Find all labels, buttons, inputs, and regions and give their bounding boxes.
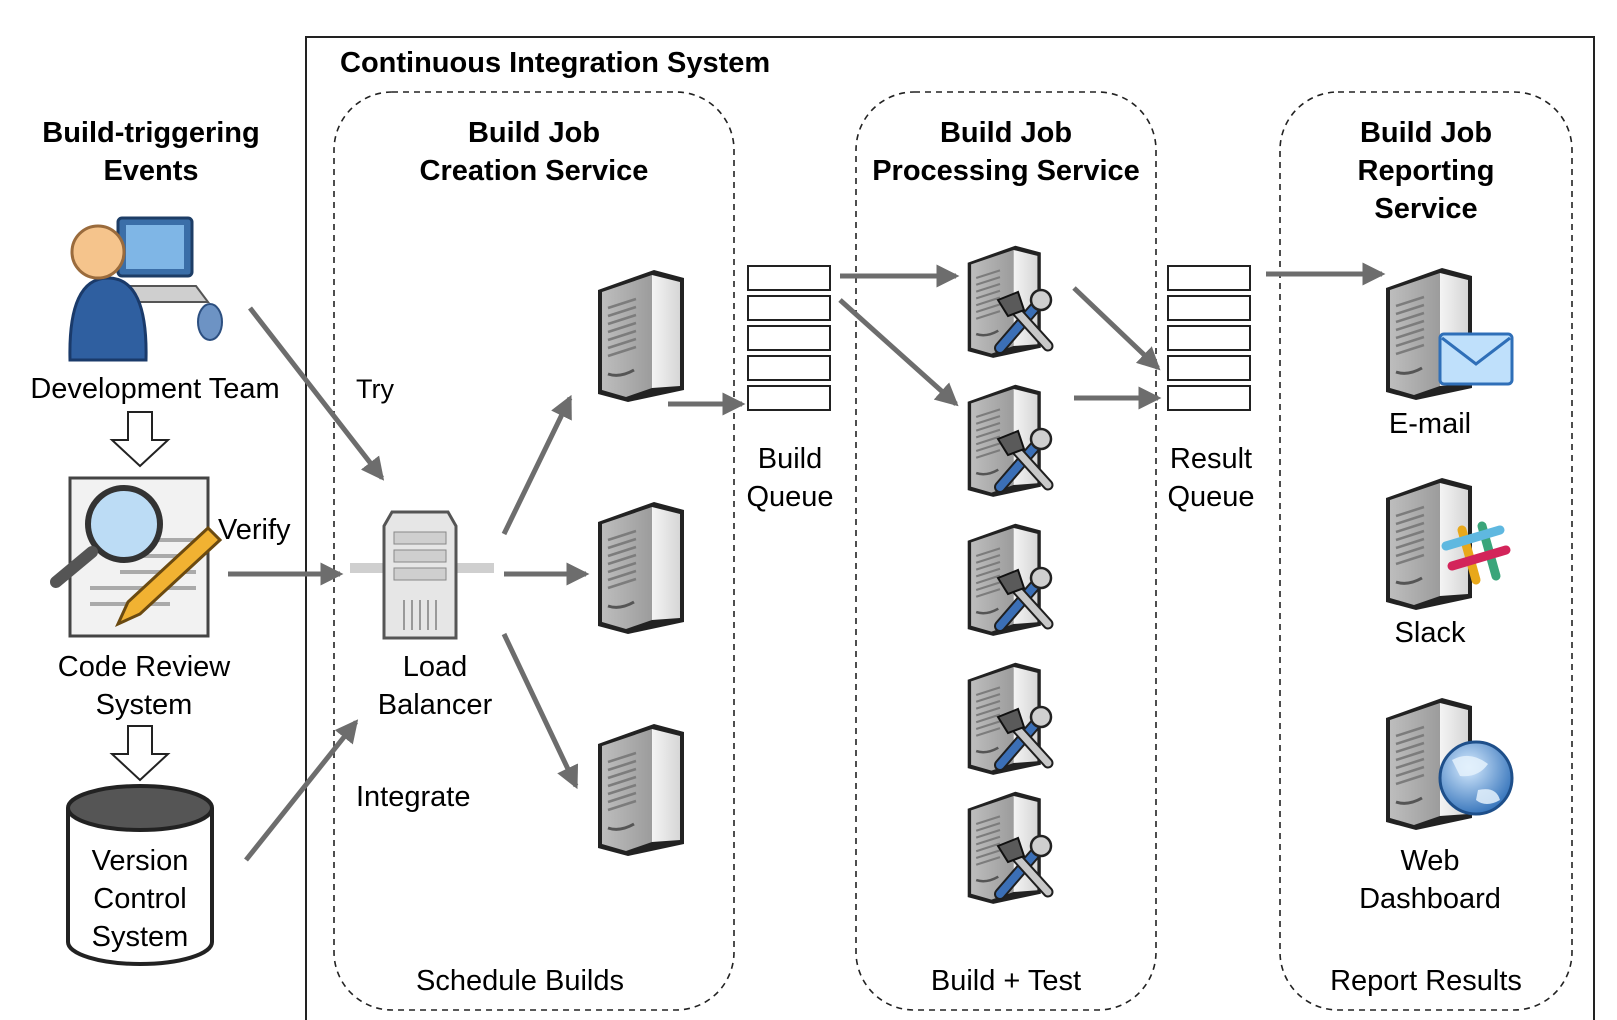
creation-service-heading: Build Job Creation Service	[334, 114, 734, 190]
scheduler-server-icon-3	[596, 722, 686, 858]
build-server-icon-1	[968, 246, 1051, 358]
schedule-builds-label: Schedule Builds	[416, 965, 624, 997]
reporting-heading-line-1: Build Job	[1359, 117, 1493, 149]
flow-arrows	[228, 262, 1386, 862]
arrow-integrate	[244, 719, 359, 862]
build-server-icon-5	[968, 792, 1051, 904]
result-queue-label: Result Queue	[1152, 440, 1270, 516]
build-queue-icon	[747, 265, 831, 411]
triggers-heading-line-1: Build-triggering	[42, 117, 260, 149]
edge-label-integrate: Integrate	[356, 781, 471, 813]
edge-label-verify: Verify	[218, 514, 291, 546]
vcs-label-line-3: System	[91, 921, 189, 953]
reporting-heading-line-2: Reporting	[1357, 155, 1495, 187]
web-dashboard-label-line-1: Web	[1400, 845, 1460, 877]
reporting-service-heading: Build Job Reporting Service	[1280, 114, 1572, 228]
web-dashboard-label: Web Dashboard	[1320, 842, 1540, 918]
arrow-try	[248, 306, 385, 481]
reporting-heading-line-3: Service	[1374, 193, 1478, 225]
result-queue-icon	[1167, 265, 1251, 411]
database-icon	[66, 784, 214, 966]
triggers-heading: Build-triggering Events	[10, 114, 292, 190]
triggers-heading-line-2: Events	[103, 155, 199, 187]
reporting-service-box	[1279, 91, 1573, 1011]
processing-heading-line-2: Processing Service	[872, 155, 1140, 187]
report-results-label: Report Results	[1330, 965, 1522, 997]
build-server-icon-4	[968, 663, 1051, 775]
build-queue-label-line-2: Queue	[746, 481, 834, 513]
build-queue-label-line-1: Build	[757, 443, 823, 475]
scheduler-server-icon-2	[596, 500, 686, 636]
arrow-to-scheduler-3	[501, 632, 579, 790]
web-dashboard-label-line-2: Dashboard	[1359, 883, 1501, 915]
flow-down-arrow-2	[109, 725, 171, 782]
load-balancer-label: Load Balancer	[350, 648, 520, 724]
build-server-icon-3	[968, 524, 1051, 636]
email-server-icon	[1384, 266, 1514, 402]
flow-down-arrow-1	[109, 411, 171, 468]
creation-heading-line-1: Build Job	[467, 117, 601, 149]
arrow-queue-to-build-2	[838, 298, 959, 407]
slack-server-icon	[1384, 476, 1511, 612]
vcs-label: Version Control System	[64, 842, 216, 956]
development-team-label: Development Team	[30, 373, 280, 405]
system-title: Continuous Integration System	[340, 47, 770, 79]
arrow-to-scheduler-1	[501, 394, 573, 536]
scheduler-server-icon-1	[596, 268, 686, 404]
code-review-label: Code Review System	[24, 648, 264, 724]
vcs-label-line-1: Version	[91, 845, 189, 877]
code-review-label-line-2: System	[95, 689, 193, 721]
vcs-label-line-2: Control	[93, 883, 187, 915]
code-review-icon	[50, 476, 223, 638]
result-queue-label-line-1: Result	[1169, 443, 1253, 475]
result-queue-label-line-2: Queue	[1167, 481, 1255, 513]
email-label: E-mail	[1388, 408, 1472, 440]
load-balancer-label-line-2: Balancer	[377, 689, 493, 721]
web-dashboard-server-icon	[1384, 696, 1514, 832]
ci-system-frame	[305, 36, 1595, 1020]
developer-computer-icon	[68, 216, 223, 362]
build-queue-label: Build Queue	[736, 440, 844, 516]
processing-service-box	[855, 91, 1157, 1011]
build-server-icon-2	[968, 385, 1051, 497]
load-balancer-icon	[350, 510, 494, 640]
code-review-label-line-1: Code Review	[57, 651, 231, 683]
arrow-build-to-result-1	[1072, 286, 1161, 371]
processing-heading-line-1: Build Job	[939, 117, 1073, 149]
slack-label: Slack	[1394, 617, 1466, 649]
creation-service-box	[333, 91, 735, 1011]
edge-label-try: Try	[356, 374, 394, 404]
build-test-label: Build + Test	[930, 965, 1082, 997]
load-balancer-label-line-1: Load	[402, 651, 468, 683]
creation-heading-line-2: Creation Service	[419, 155, 649, 187]
processing-service-heading: Build Job Processing Service	[846, 114, 1166, 190]
